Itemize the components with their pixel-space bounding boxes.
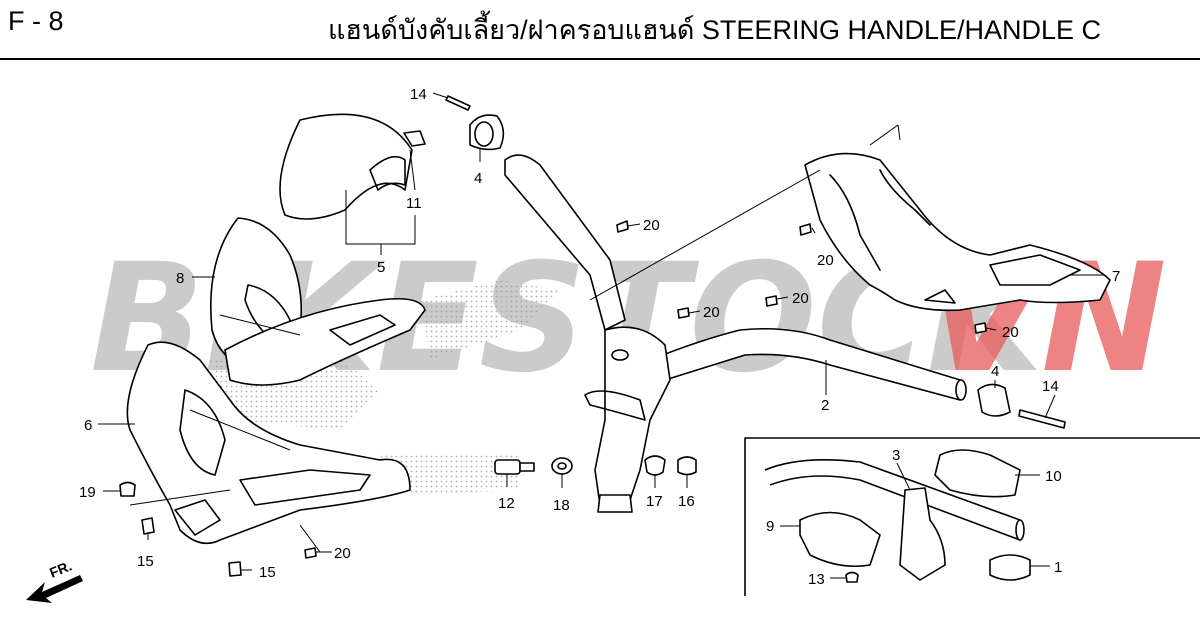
shading-regions — [210, 280, 560, 495]
callout-16: 16 — [678, 493, 695, 510]
callout-9: 9 — [766, 518, 774, 535]
handle-weight-lower — [977, 383, 1011, 417]
handle-weight-upper — [469, 114, 505, 151]
callout-15-b: 15 — [259, 564, 276, 581]
callout-4-top: 4 — [474, 170, 482, 187]
handle-pipe — [649, 327, 967, 401]
callout-19: 19 — [79, 484, 96, 501]
callout-7: 7 — [1112, 268, 1120, 285]
callout-11: 11 — [406, 195, 422, 212]
handle-cover-front-lower — [126, 341, 411, 545]
direction-label: FR. — [47, 557, 74, 580]
header-divider — [0, 58, 1200, 60]
switch-housing-inset — [744, 437, 1200, 596]
callout-14-right: 14 — [1042, 378, 1059, 395]
page-title: แฮนด์บังคับเลี้ยว/ฝาครอบแฮนด์ STEERING H… — [328, 15, 1102, 45]
fasteners — [119, 220, 987, 583]
callout-14-top: 14 — [410, 86, 427, 103]
screw-upper — [445, 95, 471, 111]
page-header: F - 8 แฮนด์บังคับเลี้ยว/ฝาครอบแฮนด์ STEE… — [0, 0, 1200, 60]
handle-cover-upper — [279, 113, 426, 220]
leader-lines — [98, 92, 1105, 579]
callout-20-e: 20 — [1002, 324, 1019, 341]
screw-lower — [1018, 409, 1066, 429]
handle-cover-lower-rear — [224, 297, 426, 386]
handle-pipe-left — [504, 154, 626, 331]
callout-10: 10 — [1045, 468, 1062, 485]
callout-20-d: 20 — [703, 304, 720, 321]
callouts: 14 4 11 5 8 20 20 20 20 20 20 7 6 2 4 14… — [79, 86, 1120, 588]
handle-cover-right — [804, 152, 1111, 312]
callout-20-b: 20 — [817, 252, 834, 269]
callout-3: 3 — [892, 447, 900, 464]
callout-6: 6 — [84, 417, 92, 434]
callout-20-f: 20 — [334, 545, 351, 562]
callout-15-a: 15 — [137, 553, 154, 570]
callout-4-right: 4 — [991, 363, 999, 380]
callout-20-c: 20 — [792, 290, 809, 307]
callout-17: 17 — [646, 493, 663, 510]
callout-8: 8 — [176, 270, 184, 287]
callout-13: 13 — [808, 571, 825, 588]
callout-20-a: 20 — [643, 217, 660, 234]
callout-1: 1 — [1054, 559, 1062, 576]
callout-18: 18 — [553, 497, 570, 514]
front-direction-arrow: FR. — [26, 557, 83, 603]
callout-12: 12 — [498, 495, 515, 512]
steering-stem — [584, 326, 671, 513]
callout-2: 2 — [821, 397, 829, 414]
page-code: F - 8 — [8, 6, 64, 36]
callout-5: 5 — [377, 259, 385, 276]
